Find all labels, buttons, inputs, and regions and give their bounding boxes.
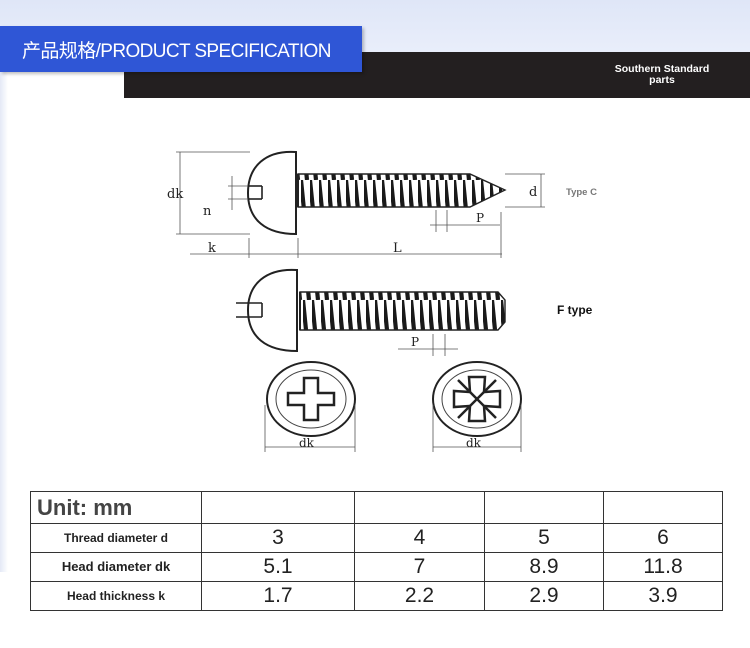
table-cell: 7 bbox=[354, 552, 485, 582]
table-cell: 3.9 bbox=[603, 581, 723, 611]
spec-title-tab: 产品规格/PRODUCT SPECIFICATION bbox=[0, 26, 362, 72]
spec-table: Unit: mm Thread diameter d 3 4 5 6 Head … bbox=[30, 491, 723, 611]
table-cell: 6 bbox=[603, 523, 723, 553]
table-cell: 2.2 bbox=[354, 581, 485, 611]
dim-label-dk-pozi: dk bbox=[466, 436, 482, 450]
table-cell: 5 bbox=[484, 523, 604, 553]
dim-label-k: k bbox=[208, 241, 216, 256]
dim-label-d: d bbox=[529, 185, 537, 200]
header-empty-cell bbox=[354, 491, 485, 524]
head-view-pozi bbox=[432, 361, 522, 452]
table-cell: 4 bbox=[354, 523, 485, 553]
table-header-row: Unit: mm bbox=[30, 491, 723, 524]
dim-label-dk-cross: dk bbox=[299, 436, 315, 450]
row-label: Thread diameter d bbox=[30, 523, 202, 553]
dim-label-l: L bbox=[393, 241, 402, 256]
header-empty-cell bbox=[603, 491, 723, 524]
table-cell: 11.8 bbox=[603, 552, 723, 582]
table-cell: 5.1 bbox=[201, 552, 355, 582]
dim-label-p-f: P bbox=[411, 335, 419, 349]
type-f-label: F type bbox=[557, 303, 593, 317]
left-edge-fade bbox=[0, 52, 8, 572]
table-cell: 2.9 bbox=[484, 581, 604, 611]
type-f-screw bbox=[236, 268, 506, 356]
header-empty-cell bbox=[484, 491, 604, 524]
table-cell: 8.9 bbox=[484, 552, 604, 582]
table-row-thread-diameter: Thread diameter d 3 4 5 6 bbox=[30, 523, 723, 553]
table-row-head-diameter: Head diameter dk 5.1 7 8.9 11.8 bbox=[30, 552, 723, 582]
dim-label-dk: dk bbox=[167, 187, 183, 202]
type-c-label: Type C bbox=[566, 187, 597, 198]
page-title: 产品规格/PRODUCT SPECIFICATION bbox=[22, 41, 331, 62]
table-row-head-thickness: Head thickness k 1.7 2.2 2.9 3.9 bbox=[30, 581, 723, 611]
row-label: Head diameter dk bbox=[30, 552, 202, 582]
dim-label-p-c: P bbox=[476, 211, 484, 225]
type-c-screw bbox=[176, 150, 545, 258]
header-empty-cell bbox=[201, 491, 355, 524]
brand-label: Southern Standard parts bbox=[614, 63, 710, 86]
table-cell: 1.7 bbox=[201, 581, 355, 611]
dim-label-n: n bbox=[203, 204, 212, 219]
table-cell: 3 bbox=[201, 523, 355, 553]
head-view-cross bbox=[264, 361, 356, 452]
row-label: Head thickness k bbox=[30, 581, 202, 611]
unit-label: Unit: mm bbox=[30, 491, 202, 524]
